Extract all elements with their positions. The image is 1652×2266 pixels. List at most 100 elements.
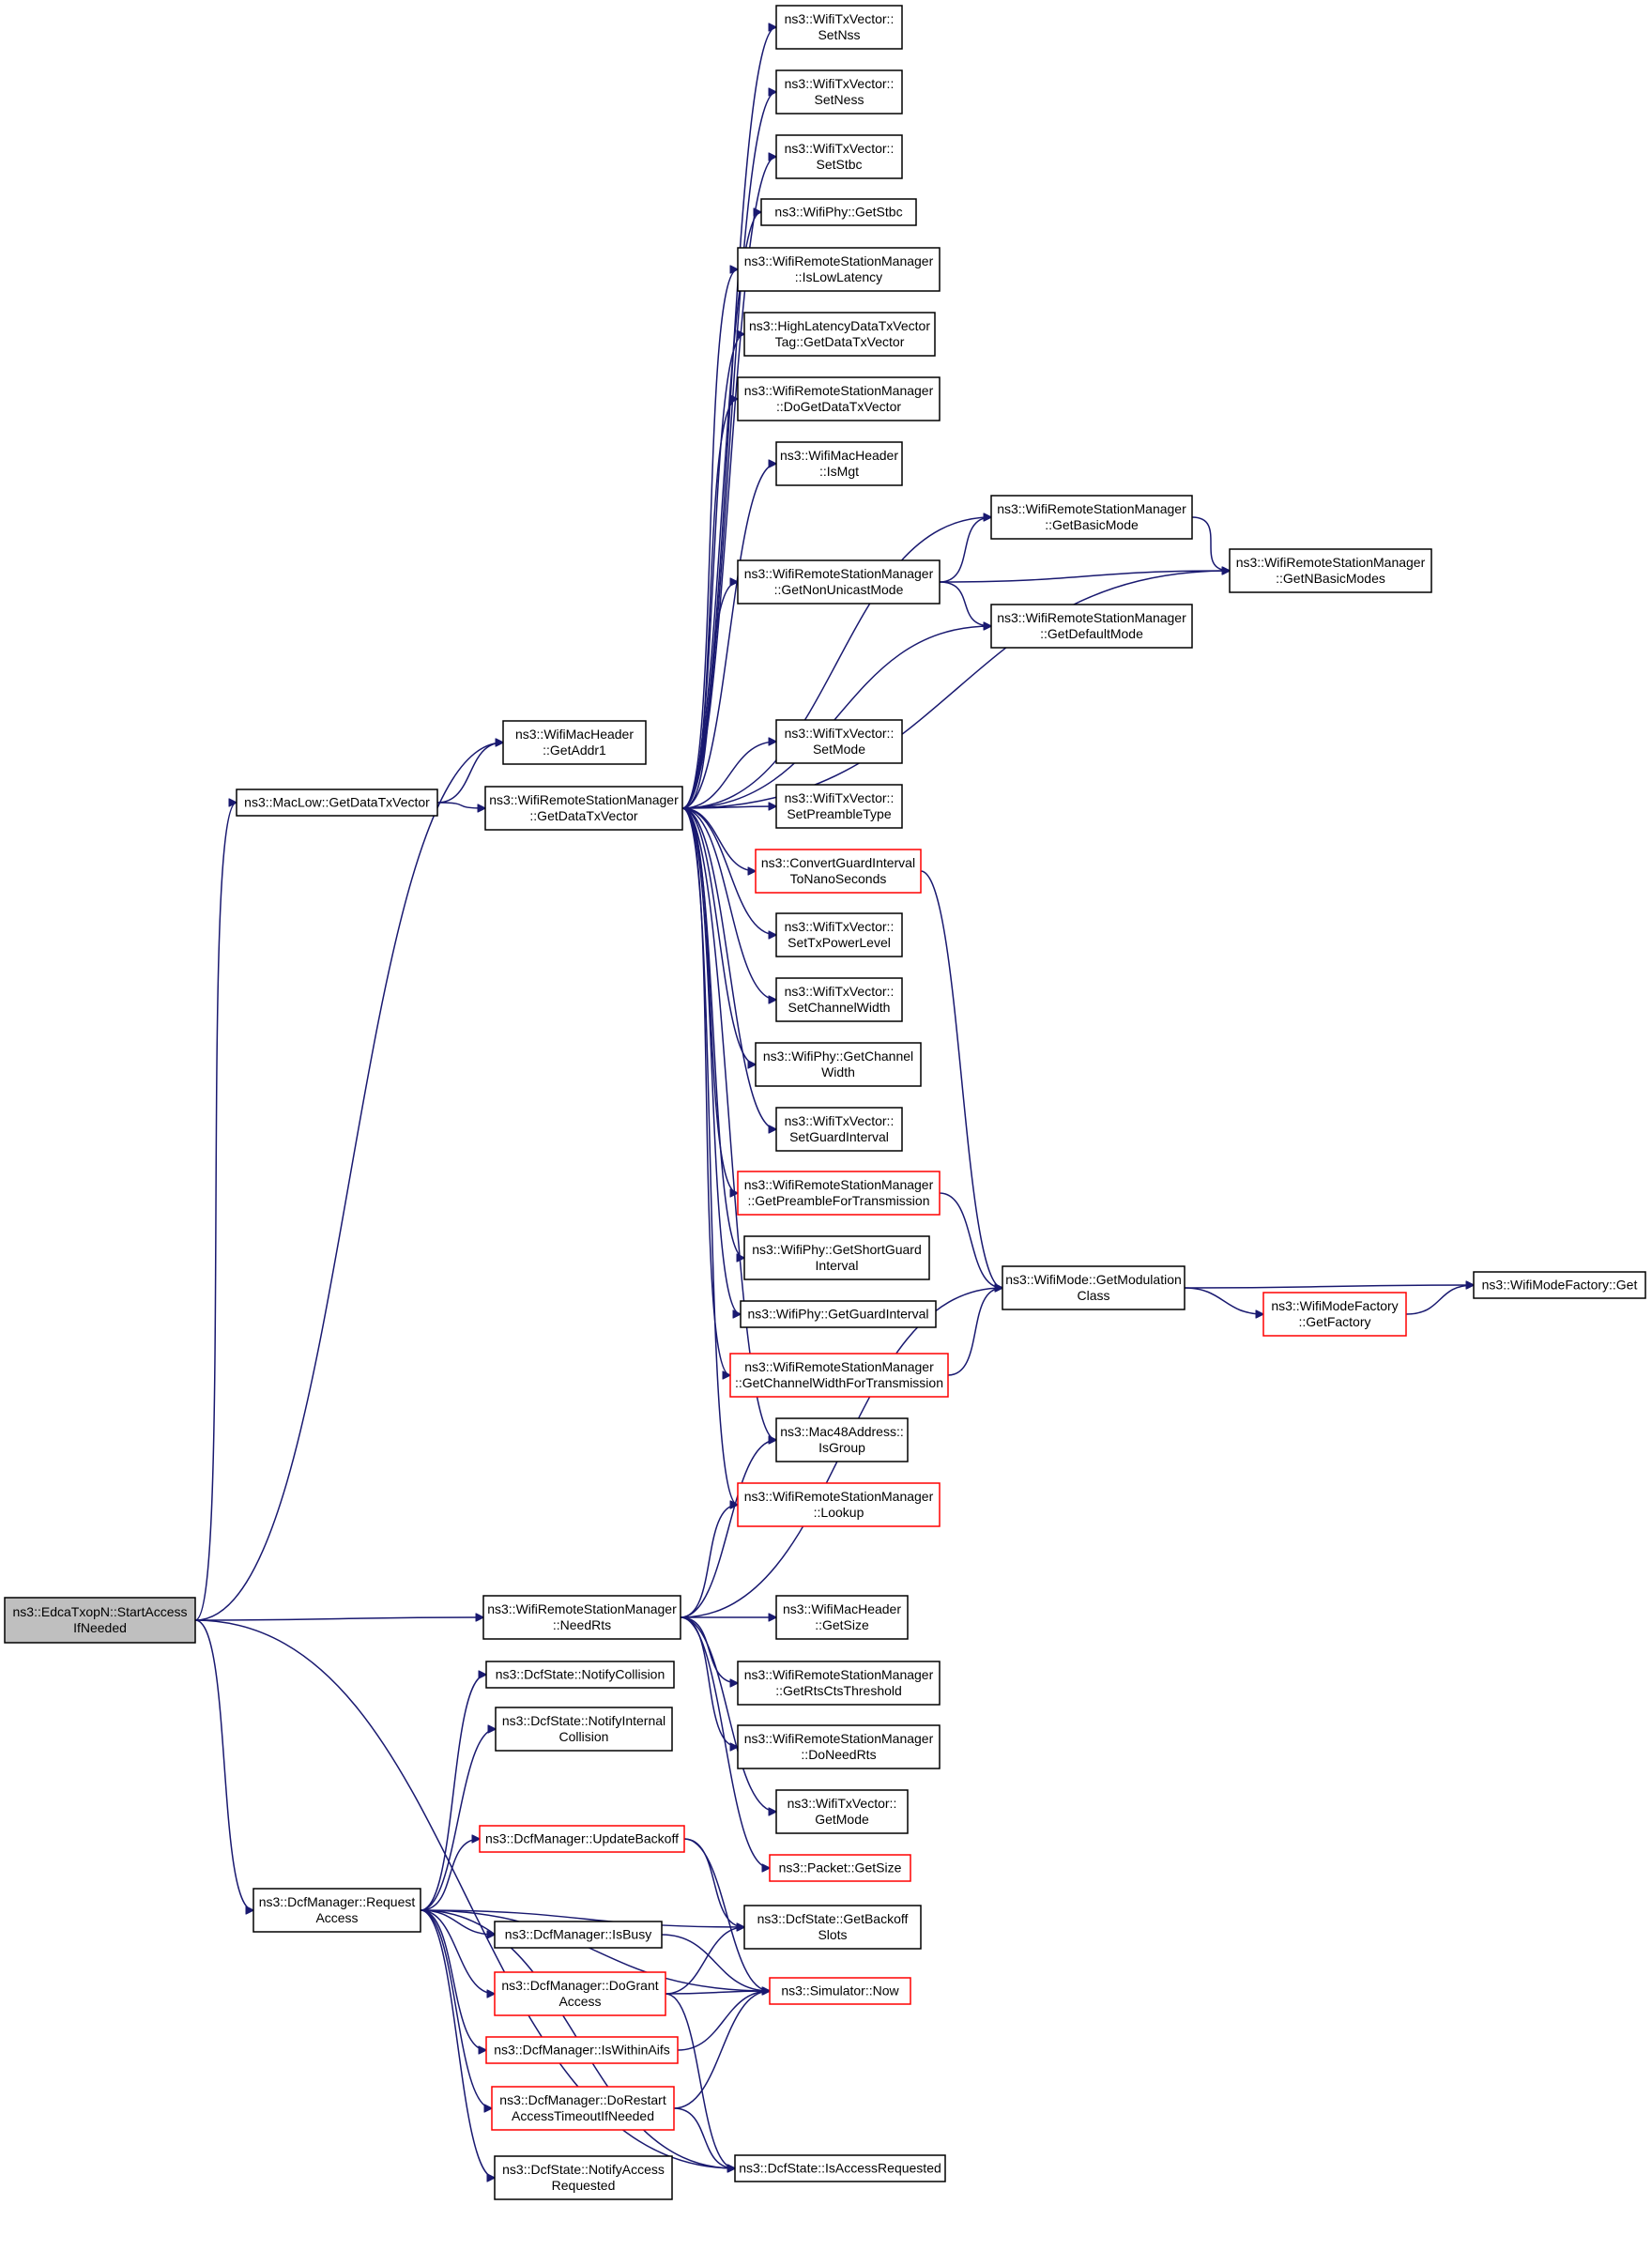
node-getbasic[interactable]: ns3::WifiRemoteStationManager::GetBasicM…	[990, 495, 1193, 540]
node-doneedrts[interactable]: ns3::WifiRemoteStationManager::DoNeedRts	[737, 1724, 941, 1769]
edge-getbasic-to-getnbasic	[1191, 516, 1230, 571]
node-getmode[interactable]: ns3::WifiTxVector::GetMode	[775, 1789, 909, 1834]
node-label: ns3::DcfManager::UpdateBackoff	[485, 1831, 679, 1846]
node-label: ns3::WifiRemoteStationManager	[997, 501, 1186, 516]
edge-getfactory-to-wmfget	[1405, 1285, 1474, 1315]
node-label: ns3::WifiTxVector::	[785, 11, 895, 26]
node-notifcoll[interactable]: ns3::DcfState::NotifyCollision	[485, 1661, 675, 1689]
node-phygetchw[interactable]: ns3::WifiPhy::GetChannelWidth	[755, 1042, 922, 1087]
edge-needrts-to-isgroup	[680, 1440, 776, 1618]
node-dorestart[interactable]: ns3::DcfManager::DoRestartAccessTimeoutI…	[491, 2086, 675, 2131]
node-getgi[interactable]: ns3::WifiPhy::GetGuardInterval	[740, 1300, 937, 1328]
node-label: ::IsMgt	[819, 464, 859, 479]
edge-needrts-to-pktsize	[680, 1616, 770, 1868]
node-simnow[interactable]: ns3::Simulator::Now	[769, 1977, 911, 2005]
node-label: ns3::WifiTxVector::	[785, 790, 895, 805]
node-getaddr1[interactable]: ns3::WifiMacHeader::GetAddr1	[502, 720, 647, 765]
edge-rsm_gdtv-to-dogdtv	[681, 399, 738, 809]
node-label: ::DoNeedRts	[801, 1747, 876, 1762]
edge-reqaccess-to-updbackoff	[420, 1839, 480, 1911]
node-box	[775, 784, 903, 829]
node-label: ns3::Simulator::Now	[781, 1983, 899, 1998]
node-getnbasic[interactable]: ns3::WifiRemoteStationManager::GetNBasic…	[1229, 548, 1432, 593]
node-updbackoff[interactable]: ns3::DcfManager::UpdateBackoff	[479, 1825, 685, 1853]
node-label: ::GetPreambleForTransmission	[748, 1193, 930, 1208]
node-isaccreq[interactable]: ns3::DcfState::IsAccessRequested	[734, 2154, 946, 2182]
node-isgroup[interactable]: ns3::Mac48Address::IsGroup	[775, 1417, 909, 1462]
node-label: ::GetNBasicModes	[1276, 571, 1385, 586]
edge-getpreamble-to-getmodclass	[939, 1192, 1002, 1288]
node-pktsize[interactable]: ns3::Packet::GetSize	[769, 1854, 911, 1882]
edge-dogrant-to-simnow	[665, 1991, 770, 1994]
node-settxpl[interactable]: ns3::WifiTxVector::SetTxPowerLevel	[775, 912, 903, 957]
edge-rsm_gdtv-to-getchwtx	[681, 807, 730, 1375]
node-wmfget[interactable]: ns3::WifiModeFactory::Get	[1473, 1271, 1646, 1299]
node-rsm_gdtv[interactable]: ns3::WifiRemoteStationManager::GetDataTx…	[484, 786, 683, 831]
node-label: ns3::WifiMacHeader	[780, 448, 898, 463]
node-label: IfNeeded	[73, 1620, 127, 1635]
node-getrtsthr[interactable]: ns3::WifiRemoteStationManager::GetRtsCts…	[737, 1661, 941, 1706]
node-lookup[interactable]: ns3::WifiRemoteStationManager::Lookup	[737, 1482, 941, 1527]
node-label: ns3::WifiRemoteStationManager	[744, 383, 934, 398]
nodes-layer: ns3::EdcaTxopN::StartAccessIfNeededns3::…	[4, 5, 1646, 2200]
node-label: ::DoGetDataTxVector	[776, 399, 901, 414]
node-box	[775, 977, 903, 1022]
node-setstbc[interactable]: ns3::WifiTxVector::SetStbc	[775, 134, 903, 179]
node-box	[729, 1353, 949, 1398]
node-islowlat[interactable]: ns3::WifiRemoteStationManager::IsLowLate…	[737, 247, 941, 292]
node-getpreamble[interactable]: ns3::WifiRemoteStationManager::GetPreamb…	[737, 1171, 941, 1216]
node-box	[775, 912, 903, 957]
node-label: ns3::WifiRemoteStationManager	[744, 1667, 934, 1682]
node-getdefault[interactable]: ns3::WifiRemoteStationManager::GetDefaul…	[990, 604, 1193, 649]
node-iswithin[interactable]: ns3::DcfManager::IsWithinAifs	[485, 2036, 679, 2064]
node-needrts[interactable]: ns3::WifiRemoteStationManager::NeedRts	[482, 1595, 681, 1640]
edge-reqaccess-to-notifint	[420, 1729, 496, 1911]
node-label: SetGuardInterval	[789, 1129, 889, 1144]
edge-rsm_gdtv-to-getstbc	[681, 212, 761, 809]
node-getstbc[interactable]: ns3::WifiPhy::GetStbc	[760, 198, 917, 226]
edges-layer	[194, 27, 1474, 2178]
node-hltag[interactable]: ns3::HighLatencyDataTxVectorTag::GetData…	[743, 312, 936, 357]
node-box	[775, 441, 903, 486]
node-dogdtv[interactable]: ns3::WifiRemoteStationManager::DoGetData…	[737, 376, 941, 421]
node-maclow[interactable]: ns3::MacLow::GetDataTxVector	[236, 789, 438, 817]
node-getsize[interactable]: ns3::WifiMacHeader::GetSize	[775, 1595, 909, 1640]
node-isbusy[interactable]: ns3::DcfManager::IsBusy	[494, 1921, 663, 1949]
node-setchw[interactable]: ns3::WifiTxVector::SetChannelWidth	[775, 977, 903, 1022]
node-label: Access	[315, 1910, 358, 1925]
edge-maclow-to-getaddr1	[436, 743, 503, 804]
node-label: ::GetDefaultMode	[1040, 626, 1143, 641]
node-label: ns3::WifiTxVector::	[785, 984, 895, 999]
node-label: ::IsLowLatency	[795, 269, 882, 284]
node-box	[737, 559, 941, 605]
node-setpreamble[interactable]: ns3::WifiTxVector::SetPreambleType	[775, 784, 903, 829]
node-setness[interactable]: ns3::WifiTxVector::SetNess	[775, 69, 903, 115]
node-getfactory[interactable]: ns3::WifiModeFactory::GetFactory	[1262, 1292, 1407, 1337]
node-setmode[interactable]: ns3::WifiTxVector::SetMode	[775, 719, 903, 764]
node-getnonuni[interactable]: ns3::WifiRemoteStationManager::GetNonUni…	[737, 559, 941, 605]
node-getchwtx[interactable]: ns3::WifiRemoteStationManager::GetChanne…	[729, 1353, 949, 1398]
edge-getmodclass-to-wmfget	[1184, 1285, 1474, 1288]
node-label: ns3::WifiRemoteStationManager	[744, 1489, 934, 1504]
node-ismgt[interactable]: ns3::WifiMacHeader::IsMgt	[775, 441, 903, 486]
node-label: ::Lookup	[814, 1505, 864, 1520]
node-box	[743, 312, 936, 357]
node-setgi[interactable]: ns3::WifiTxVector::SetGuardInterval	[775, 1107, 903, 1152]
edge-reqaccess-to-simnow	[420, 1909, 770, 1991]
node-label: ns3::ConvertGuardInterval	[761, 855, 915, 870]
node-setnss[interactable]: ns3::WifiTxVector::SetNss	[775, 5, 903, 50]
edge-reqaccess-to-dorestart	[420, 1909, 492, 2108]
node-label: ::GetSize	[815, 1617, 869, 1632]
node-box	[775, 1595, 909, 1640]
node-box	[990, 495, 1193, 540]
